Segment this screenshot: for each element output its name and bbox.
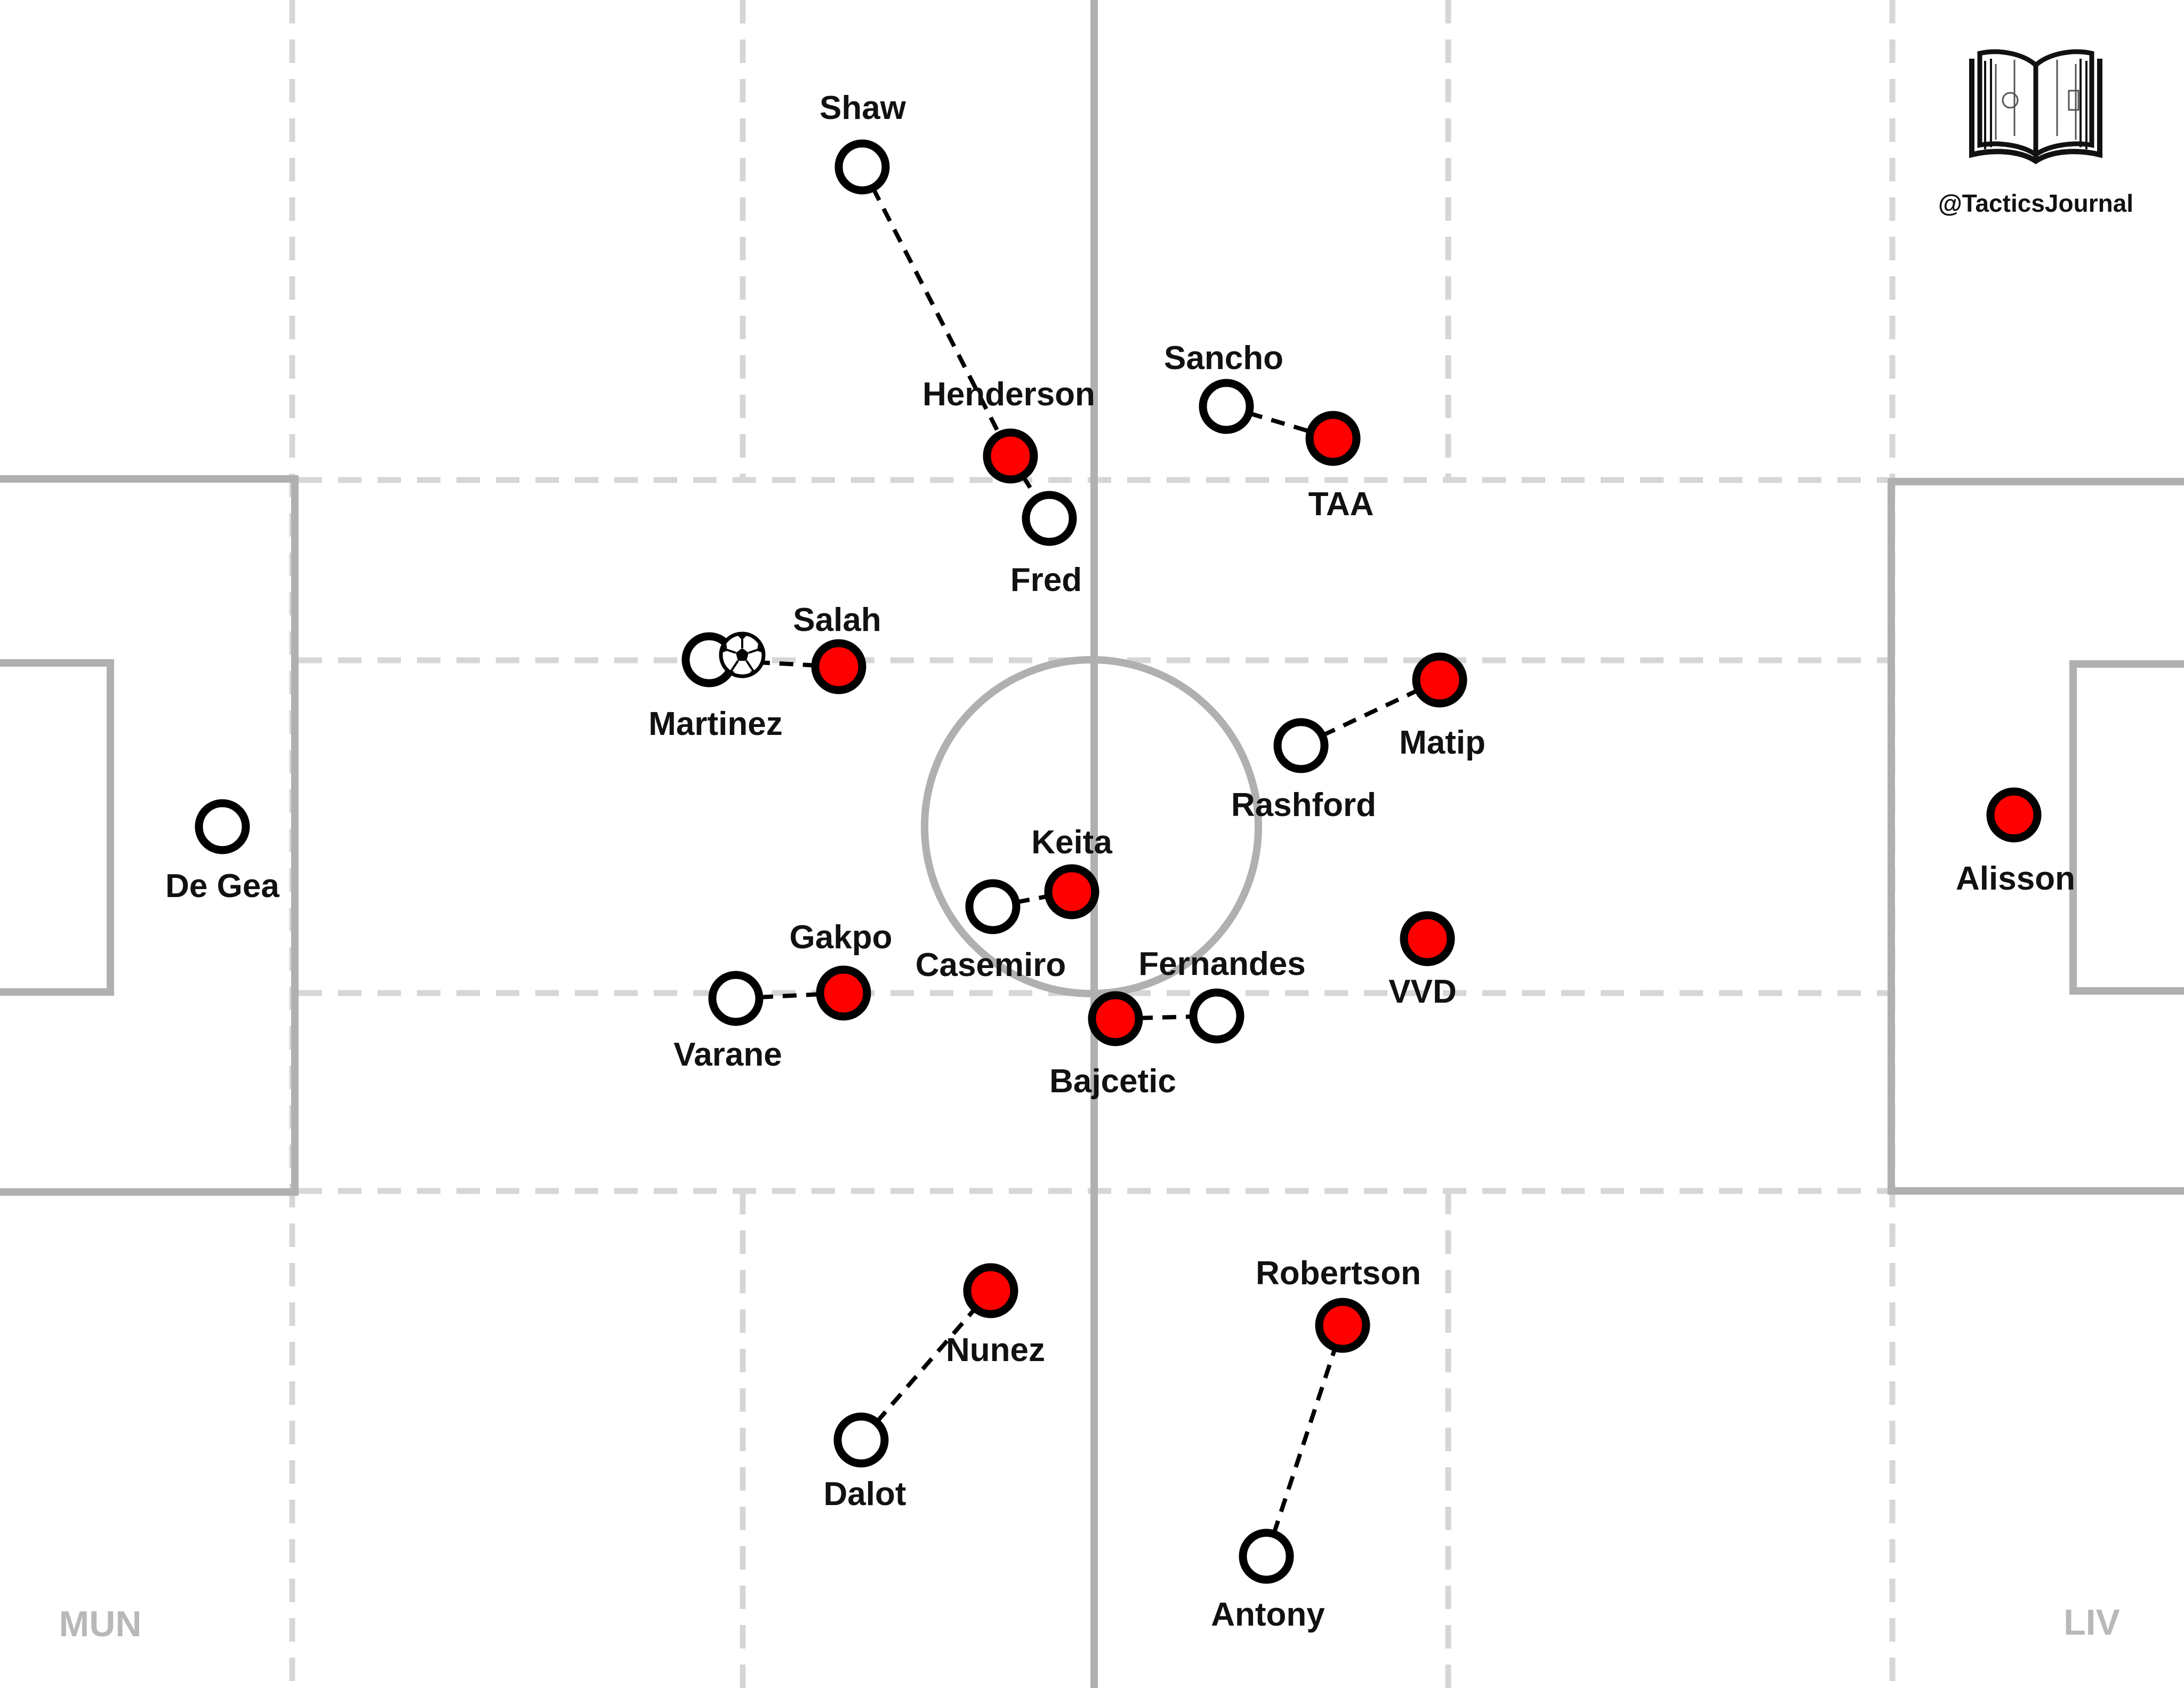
link-bajcetic-fernandes [1115, 1014, 1217, 1021]
label-gakpo: Gakpo [790, 919, 893, 956]
label-de-gea: De Gea [165, 868, 279, 905]
open-book-icon [1969, 49, 2102, 165]
label-taa: TAA [1308, 486, 1374, 523]
marker-keita [1044, 864, 1099, 919]
marker-de-gea [195, 799, 250, 854]
marker-casemiro [965, 879, 1021, 934]
right-six-yard-box [2069, 660, 2184, 995]
right-penalty-box [1888, 478, 2184, 1195]
label-fred: Fred [1010, 562, 1082, 598]
label-henderson: Henderson [922, 376, 1095, 413]
marker-vvd [1400, 911, 1455, 966]
label-vvd: VVD [1388, 973, 1456, 1010]
marker-nunez [963, 1263, 1018, 1318]
player-markers [195, 139, 2042, 1584]
marker-dalot [833, 1412, 889, 1468]
marker-gakpo [816, 965, 871, 1021]
label-nunez: Nunez [946, 1332, 1045, 1369]
marker-antony [1239, 1529, 1294, 1584]
label-casemiro: Casemiro [916, 947, 1066, 983]
link-shaw-henderson [860, 166, 1013, 457]
player-labels: Shaw Henderson Fred Sancho TAA Salah Mar… [165, 90, 2075, 1633]
link-sancho-taa [1225, 404, 1334, 441]
label-shaw: Shaw [820, 90, 906, 126]
left-penalty-box [0, 475, 299, 1196]
label-martinez: Martinez [648, 706, 782, 742]
label-fernandes: Fernandes [1138, 946, 1306, 982]
marker-rashford [1273, 718, 1329, 773]
team-label-away: LIV [2063, 1602, 2120, 1643]
label-matip: Matip [1399, 724, 1486, 761]
link-dalot-nunez [859, 1289, 993, 1442]
link-varane-gakpo [735, 991, 844, 1001]
marker-sancho [1199, 379, 1254, 434]
marker-taa [1305, 411, 1361, 466]
marker-salah [811, 639, 866, 694]
marker-alisson [1986, 787, 2042, 843]
label-rashford: Rashford [1231, 787, 1376, 823]
marker-bajcetic [1088, 991, 1143, 1046]
label-robertson: Robertson [1256, 1255, 1421, 1292]
label-salah: Salah [793, 602, 881, 638]
credit-handle: @TacticsJournal [1938, 189, 2133, 217]
football-icon [719, 631, 766, 678]
label-antony: Antony [1211, 1596, 1325, 1633]
label-keita: Keita [1031, 824, 1112, 861]
marker-fernandes [1189, 988, 1244, 1044]
label-varane: Varane [673, 1036, 782, 1073]
marker-fred [1022, 491, 1077, 546]
link-antony-robertson [1264, 1324, 1345, 1557]
label-dalot: Dalot [824, 1476, 906, 1513]
marker-matip [1412, 652, 1467, 708]
label-sancho: Sancho [1164, 340, 1283, 377]
marker-robertson [1315, 1298, 1370, 1353]
left-six-yard-box [0, 659, 114, 996]
marker-varane [708, 971, 764, 1026]
team-label-home: MUN [59, 1604, 142, 1644]
label-alisson: Alisson [1956, 860, 2075, 897]
marker-henderson [983, 428, 1038, 484]
label-bajcetic: Bajcetic [1049, 1063, 1176, 1100]
centre-circle [921, 656, 1262, 997]
marker-shaw [834, 139, 890, 195]
